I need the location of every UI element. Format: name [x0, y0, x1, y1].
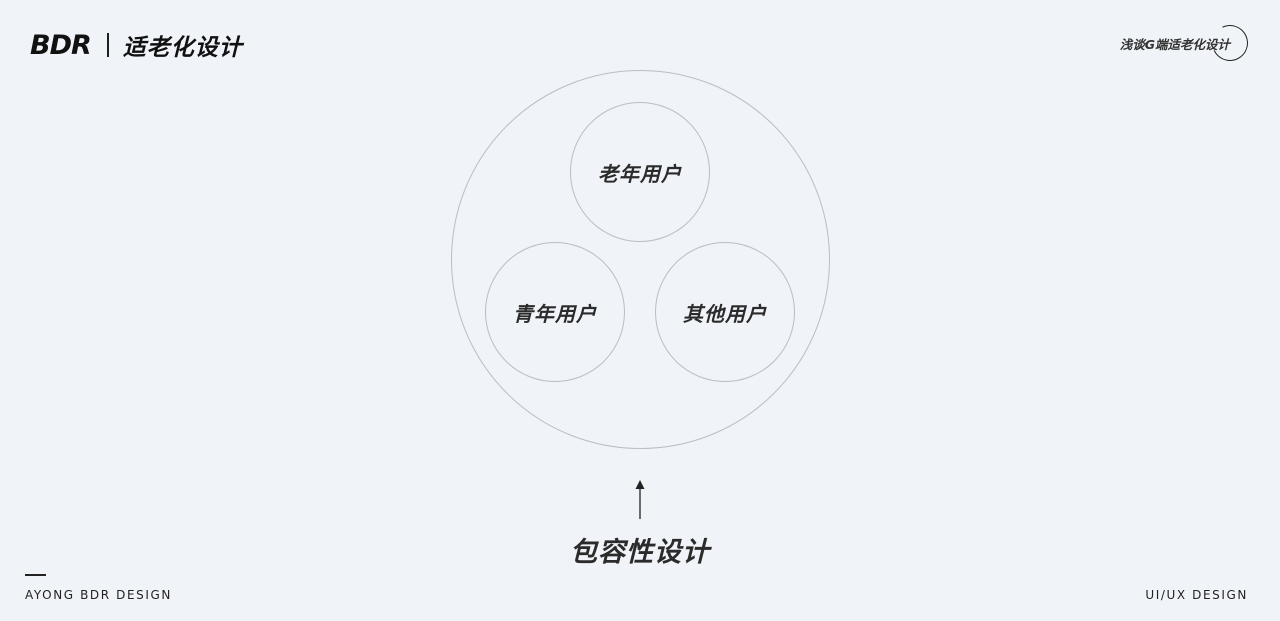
circle-elderly-users: 老年用户 [570, 102, 710, 242]
bdr-logo: BDR [30, 29, 92, 61]
footer-rule [25, 574, 46, 576]
up-arrow-icon [635, 480, 645, 519]
circle-label: 老年用户 [598, 161, 682, 186]
brand-subtitle: 适老化设计 [122, 35, 243, 61]
circle-young-users: 青年用户 [485, 242, 625, 382]
circle-other-users: 其他用户 [655, 242, 795, 382]
footer-credit: AYONG BDR DESIGN [25, 588, 172, 602]
header-divider [106, 33, 109, 57]
brand-header: BDR 适老化设计 [30, 28, 243, 62]
outer-circle [451, 70, 830, 449]
series-header: 浅谈G端适老化设计 [1119, 19, 1254, 67]
logo-text: BDR [30, 29, 92, 61]
bottom-label: 包容性设计 [570, 537, 710, 568]
circle-label: 其他用户 [683, 301, 767, 326]
series-title: 浅谈G端适老化设计 [1119, 36, 1230, 52]
footer-category: UI/UX DESIGN [1145, 588, 1248, 602]
circle-label: 青年用户 [513, 301, 597, 326]
